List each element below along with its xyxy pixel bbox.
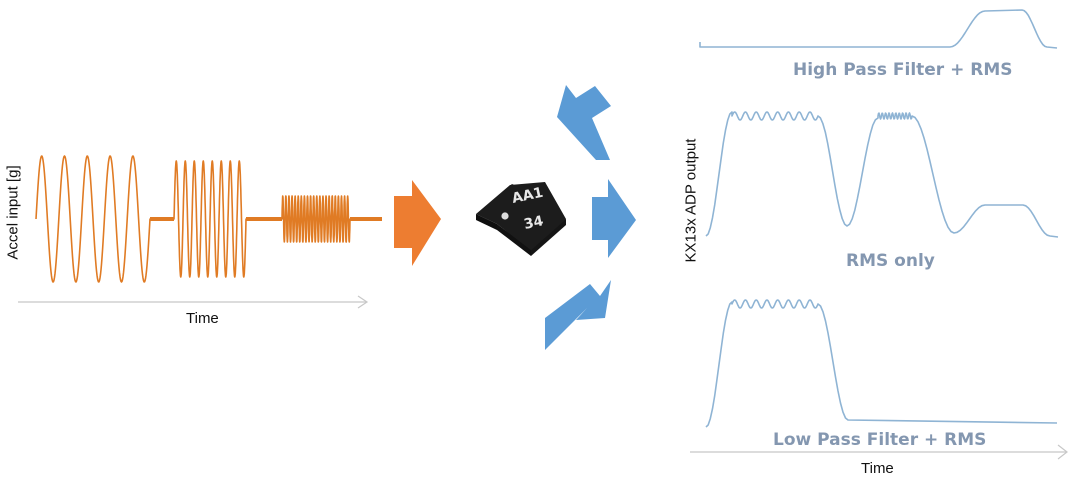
trace-rms-only bbox=[705, 111, 1059, 238]
chip-pin1-dot bbox=[501, 212, 509, 220]
trace-low-pass-rms bbox=[705, 299, 1058, 428]
input-arrow bbox=[394, 180, 441, 266]
label-high-pass-rms: High Pass Filter + RMS bbox=[793, 60, 1013, 80]
output-time-axis bbox=[690, 444, 1068, 460]
input-y-axis-label: Accel input [g] bbox=[4, 165, 22, 260]
accel-input-waveform bbox=[35, 155, 382, 283]
input-time-axis bbox=[18, 295, 369, 309]
label-low-pass-rms: Low Pass Filter + RMS bbox=[773, 430, 987, 450]
output-x-axis-label: Time bbox=[861, 460, 894, 477]
trace-high-pass-rms bbox=[699, 9, 1058, 49]
sensor-chip: AA1 34 bbox=[476, 182, 566, 256]
label-rms-only: RMS only bbox=[846, 251, 935, 271]
output-y-axis-label: KX13x ADP output bbox=[682, 138, 700, 263]
chip-marking-line1: AA1 bbox=[511, 185, 545, 207]
output-arrows bbox=[545, 85, 636, 350]
output-arrow-right bbox=[592, 179, 636, 258]
input-x-axis-label: Time bbox=[186, 310, 219, 327]
output-arrow-down bbox=[545, 280, 611, 350]
chip-marking-line2: 34 bbox=[523, 213, 546, 233]
output-arrow-up bbox=[557, 85, 611, 160]
